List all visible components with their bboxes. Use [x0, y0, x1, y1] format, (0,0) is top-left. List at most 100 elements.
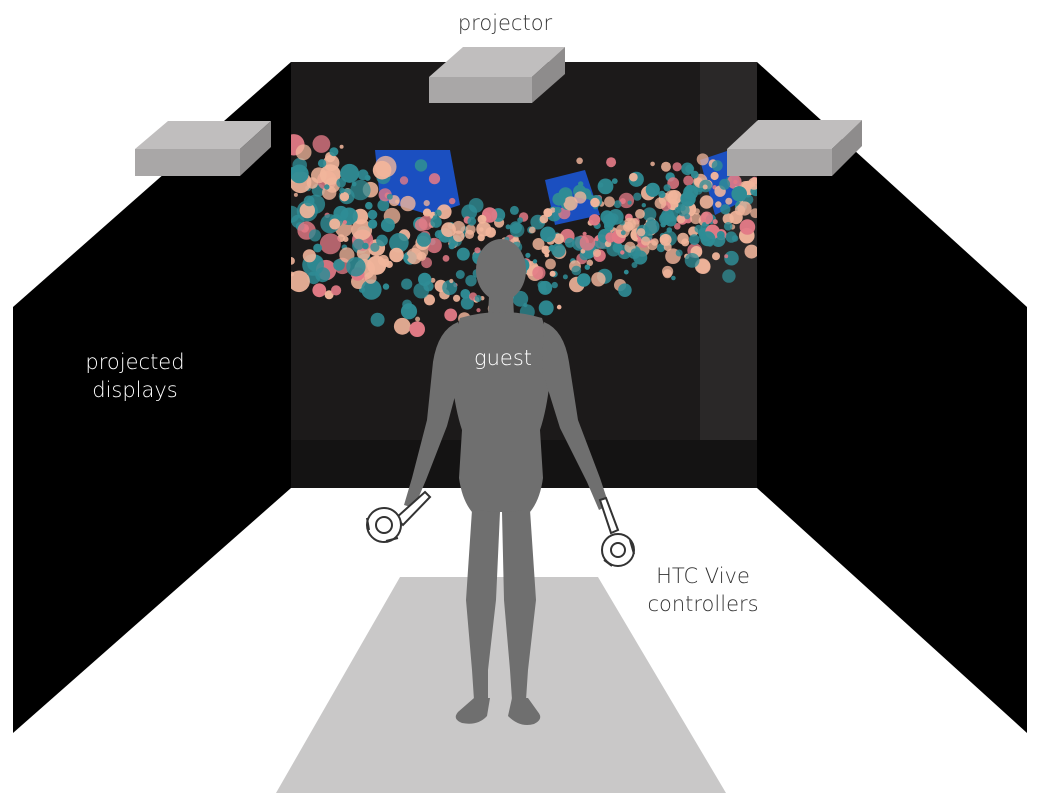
- viz-point: [538, 300, 554, 316]
- viz-point: [672, 162, 682, 172]
- viz-point: [538, 280, 553, 295]
- viz-point: [416, 232, 432, 247]
- viz-point: [553, 233, 565, 245]
- controllers-label-line2: controllers: [647, 592, 759, 616]
- viz-point: [724, 250, 739, 266]
- viz-point: [674, 223, 681, 230]
- viz-point: [528, 226, 536, 234]
- viz-point: [659, 233, 672, 246]
- right-projector: [727, 120, 862, 176]
- viz-point: [592, 248, 602, 258]
- viz-point: [517, 217, 523, 224]
- viz-point: [712, 252, 720, 261]
- viz-point: [676, 203, 690, 217]
- viz-point: [509, 205, 519, 215]
- viz-point: [750, 208, 757, 219]
- viz-point: [430, 277, 436, 283]
- viz-point: [415, 316, 421, 322]
- viz-point: [716, 231, 725, 239]
- viz-point: [380, 218, 395, 233]
- viz-point: [647, 240, 658, 251]
- floor-mat: [276, 577, 726, 793]
- controllers-label: HTC Vive controllers: [628, 562, 778, 618]
- viz-point: [551, 281, 558, 289]
- viz-point: [342, 220, 347, 225]
- viz-point: [540, 226, 556, 243]
- viz-point: [578, 181, 584, 187]
- viz-point: [681, 162, 694, 176]
- viz-point: [423, 281, 434, 292]
- viz-point: [584, 264, 590, 270]
- viz-point: [731, 235, 739, 242]
- viz-point: [563, 196, 578, 211]
- viz-point: [474, 247, 481, 254]
- projected-displays-label: projected displays: [55, 348, 215, 404]
- viz-point: [576, 157, 583, 165]
- viz-point: [696, 153, 709, 166]
- viz-point: [667, 190, 682, 205]
- viz-point: [364, 174, 371, 181]
- left-projected-wall: [13, 62, 291, 733]
- viz-point: [725, 197, 733, 205]
- viz-point: [395, 199, 400, 204]
- viz-point: [400, 303, 418, 320]
- viz-point: [417, 251, 427, 261]
- viz-point: [644, 219, 660, 234]
- viz-point: [455, 270, 465, 279]
- viz-point: [374, 155, 397, 178]
- viz-point: [539, 214, 549, 224]
- viz-point: [424, 294, 435, 306]
- viz-point: [591, 272, 606, 287]
- viz-point: [675, 249, 683, 257]
- viz-point: [604, 196, 615, 208]
- viz-point: [604, 221, 614, 231]
- right-vive-controller: [598, 496, 635, 567]
- viz-point: [693, 208, 700, 215]
- viz-point: [686, 184, 694, 193]
- viz-point: [681, 238, 690, 247]
- viz-point: [291, 257, 295, 265]
- viz-point: [389, 247, 404, 263]
- viz-point: [707, 240, 714, 247]
- viz-point: [386, 193, 393, 200]
- viz-point: [476, 308, 481, 313]
- viz-point: [606, 157, 617, 168]
- viz-point: [329, 147, 339, 157]
- viz-point: [512, 290, 529, 307]
- viz-point: [629, 172, 638, 182]
- viz-point: [739, 219, 756, 235]
- viz-point: [564, 237, 575, 248]
- viz-point: [712, 219, 718, 225]
- viz-point: [307, 271, 321, 285]
- viz-point: [449, 278, 454, 284]
- viz-point: [333, 259, 345, 271]
- viz-point: [659, 212, 671, 224]
- viz-point: [720, 204, 731, 215]
- viz-point: [400, 195, 416, 212]
- viz-point: [541, 245, 551, 255]
- viz-point: [449, 197, 456, 205]
- viz-point: [577, 273, 591, 287]
- viz-point: [658, 190, 666, 198]
- viz-point: [293, 192, 298, 197]
- viz-point: [690, 213, 702, 225]
- viz-point: [346, 257, 366, 277]
- viz-point: [633, 192, 642, 201]
- viz-point: [711, 160, 723, 172]
- right-projected-wall: [757, 62, 1027, 733]
- controllers-label-line1: HTC Vive: [656, 564, 750, 588]
- viz-point: [365, 201, 373, 210]
- guest-label: guest: [473, 346, 532, 370]
- viz-point: [619, 220, 625, 226]
- viz-point: [620, 230, 626, 236]
- viz-point: [477, 234, 485, 242]
- viz-point: [688, 234, 700, 246]
- viz-point: [406, 248, 423, 265]
- viz-point: [699, 195, 714, 209]
- viz-point: [465, 275, 477, 287]
- viz-point: [479, 227, 484, 232]
- viz-point: [654, 197, 667, 209]
- viz-point: [302, 249, 316, 263]
- viz-point: [389, 233, 409, 253]
